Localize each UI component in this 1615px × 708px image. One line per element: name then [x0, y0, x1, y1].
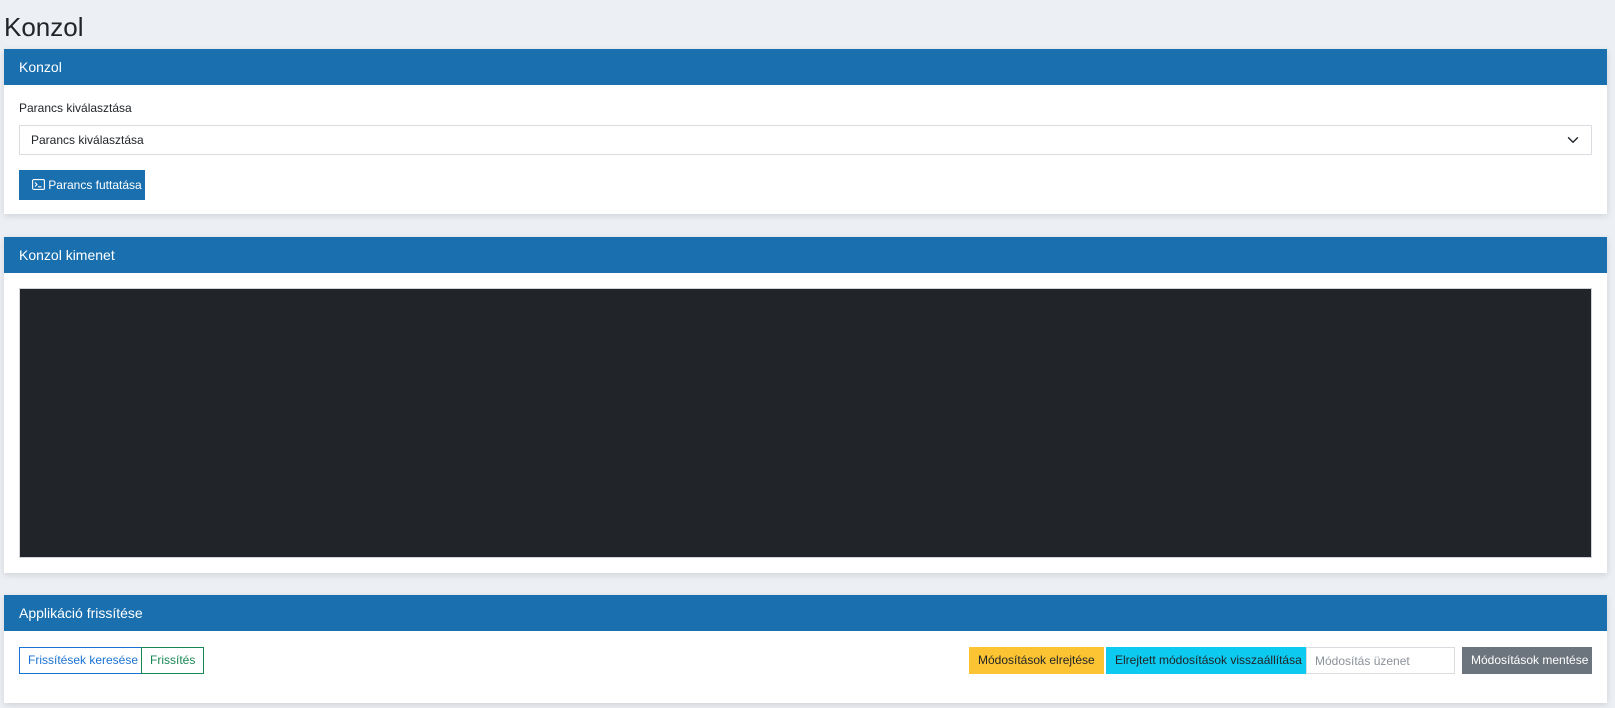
app-update-header: Applikáció frissítése: [4, 595, 1607, 631]
run-command-button[interactable]: Parancs futtatása: [19, 170, 145, 200]
console-output-card: Konzol kimenet: [4, 237, 1607, 573]
console-output-screen[interactable]: [19, 288, 1592, 558]
console-output-header: Konzol kimenet: [4, 237, 1607, 273]
app-update-card: Applikáció frissítése Frissítések keresé…: [4, 595, 1607, 703]
run-command-label: Parancs futtatása: [48, 178, 142, 192]
restore-stashed-button[interactable]: Elrejtett módosítások visszaállítása: [1106, 647, 1311, 674]
stash-changes-button[interactable]: Módosítások elrejtése: [969, 647, 1104, 674]
console-card: Konzol Parancs kiválasztása Parancs kivá…: [4, 49, 1607, 214]
command-select[interactable]: Parancs kiválasztása: [19, 125, 1592, 155]
command-select-value: Parancs kiválasztása: [31, 133, 144, 147]
chevron-down-icon: [1567, 137, 1579, 143]
terminal-icon: [32, 179, 46, 191]
command-select-label: Parancs kiválasztása: [19, 101, 132, 115]
console-card-header: Konzol: [4, 49, 1607, 85]
check-updates-button[interactable]: Frissítések keresése: [19, 647, 148, 674]
page-title: Konzol: [4, 12, 84, 42]
commit-message-input[interactable]: [1306, 647, 1455, 674]
save-changes-button[interactable]: Módosítások mentése: [1462, 647, 1592, 674]
update-button[interactable]: Frissítés: [141, 647, 205, 674]
